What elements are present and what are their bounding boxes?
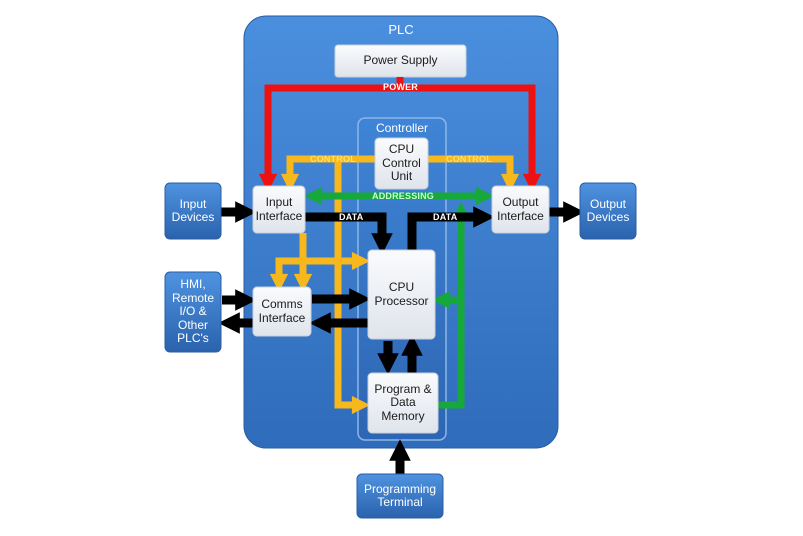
data-line-input-to-cpu [305,212,393,255]
control-line-to-input [280,155,375,193]
power-line-left [258,77,404,193]
addressing-line-vertical [438,201,471,409]
output-interface-box [491,185,550,234]
control-line-to-comms [269,257,338,293]
input-interface-box [252,185,306,234]
hmi-box [164,271,222,353]
data-line-cpu-to-output [407,206,495,250]
control-line-to-output [428,155,520,193]
power-supply-box [334,44,467,78]
control-line-to-memory [334,159,371,415]
program-memory-box [367,372,439,434]
comms-interface-box [252,286,312,337]
programming-terminal-box [356,473,444,519]
power-line-right [400,84,542,193]
input-devices-box [164,182,222,240]
cpu-processor-box [367,249,436,340]
output-devices-box [579,182,637,240]
cpu-control-unit-box [374,137,429,190]
